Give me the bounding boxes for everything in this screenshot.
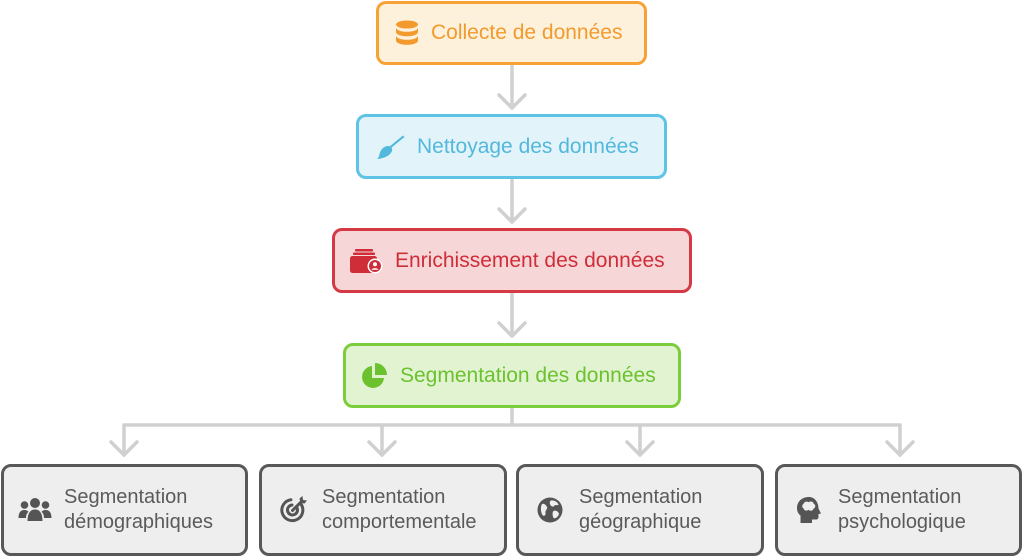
step-nettoyage: Nettoyage des données — [356, 114, 667, 179]
step-segmentation: Segmentation des données — [343, 343, 681, 408]
user-folder-icon — [349, 248, 383, 274]
step-enrichissement: Enrichissement des données — [332, 228, 692, 293]
step-label: Enrichissement des données — [395, 248, 665, 272]
segment-comportementale: Segmentation comportementale — [259, 464, 507, 556]
segment-geographique: Segmentation géographique — [516, 464, 764, 556]
segment-demographiques: Segmentation démographiques — [1, 464, 248, 556]
step-label: Collecte de données — [431, 21, 623, 44]
database-icon — [395, 20, 419, 46]
globe-icon — [533, 493, 567, 527]
target-icon — [276, 493, 310, 527]
segment-label: Segmentation psychologique — [838, 486, 966, 533]
step-collecte: Collecte de données — [376, 1, 647, 65]
segment-label: Segmentation démographiques — [64, 486, 213, 533]
broom-icon — [375, 134, 405, 160]
step-label: Nettoyage des données — [417, 134, 639, 158]
users-icon — [18, 493, 52, 527]
segment-label: Segmentation comportementale — [322, 486, 477, 533]
step-label: Segmentation des données — [400, 363, 656, 387]
segment-label: Segmentation géographique — [579, 486, 703, 533]
head-brain-icon — [792, 493, 826, 527]
segment-psychologique: Segmentation psychologique — [775, 464, 1022, 556]
pie-chart-icon — [360, 362, 388, 390]
